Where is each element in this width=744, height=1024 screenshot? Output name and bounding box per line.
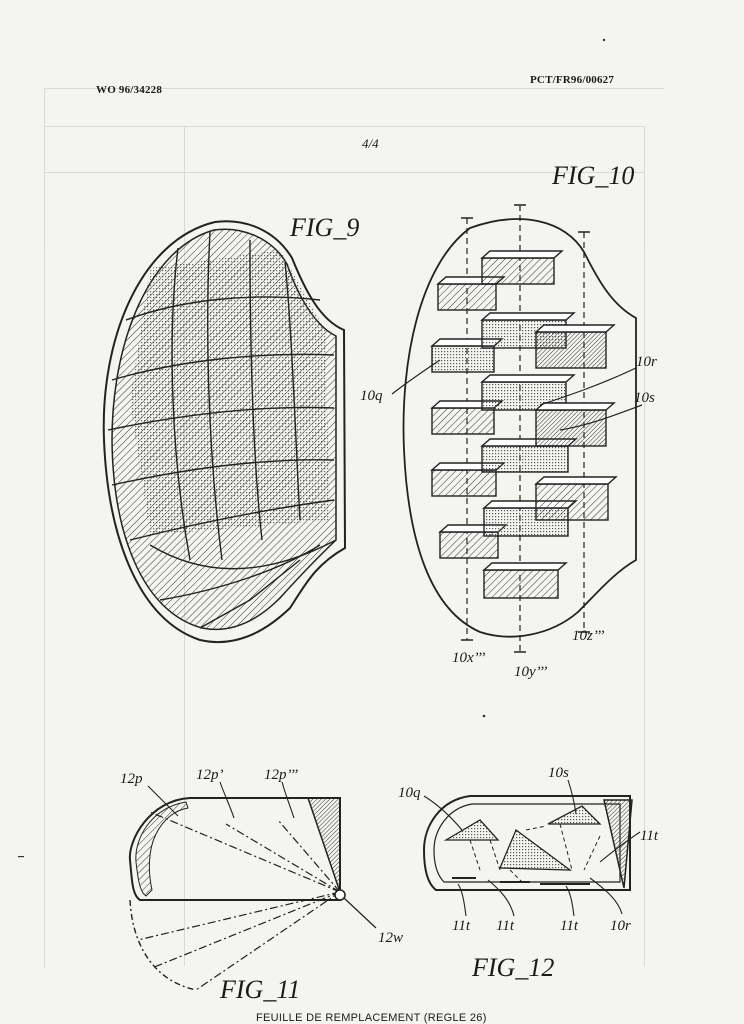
block-right-1 [534, 324, 616, 369]
fig10-label-10y: 10y’’’ [514, 664, 547, 680]
application-number: PCT/FR96/00627 [530, 74, 615, 86]
fig11-beam-lines [137, 811, 341, 991]
block-center-1 [480, 250, 564, 285]
fig10-blocks [430, 250, 618, 599]
fig10-title: FIG_10 [551, 161, 634, 190]
fig11-label-12p-prime: 12p’ [196, 767, 224, 783]
block-center-6 [482, 562, 568, 599]
fig12-title: FIG_12 [471, 953, 554, 982]
fig9-title: FIG_9 [289, 213, 359, 242]
fig11-label-12p-triple: 12p’’’ [264, 767, 298, 783]
fig10-label-10s: 10s [634, 390, 655, 406]
fig12-label-10r: 10r [610, 918, 631, 934]
fig11-reflector-dense [306, 797, 341, 893]
figure-9: FIG_9 [102, 213, 359, 644]
fig12-label-10q: 10q [398, 785, 421, 801]
fig12-label-11t-right: 11t [640, 828, 659, 844]
sheet-number: 4/4 [362, 136, 379, 151]
fig10-label-10x: 10x’’’ [452, 650, 485, 666]
page-footer: FEUILLE DE REMPLACEMENT (REGLE 26) [256, 1012, 487, 1024]
fig12-reflector [603, 799, 633, 889]
figure-10: FIG_10 10q 10r 10s 10x’’’ 10y’’’ 10z’’’ [360, 161, 657, 680]
fig12-inner-housing [433, 803, 621, 883]
fig11-title: FIG_11 [219, 975, 300, 1004]
fig9-grid [107, 231, 337, 629]
block-right-2 [534, 402, 616, 447]
fig12-label-11t-c: 11t [560, 918, 579, 934]
fig12-label-11t-b: 11t [496, 918, 515, 934]
fig9-outer-outline [102, 220, 347, 644]
block-center-4 [480, 438, 578, 473]
fig11-housing [128, 797, 341, 901]
figure-11: 12p 12p’ 12p’’’ 12w FIG_11 [120, 767, 403, 1004]
fig12-prisms [443, 805, 602, 871]
fig12-label-10s: 10s [548, 765, 569, 781]
publication-number: WO 96/34228 [96, 84, 163, 96]
fig10-label-10z: 10z’’’ [572, 628, 605, 644]
figure-12: 10q 10s 11t 11t 11t 11t 10r FIG_12 [398, 765, 659, 982]
fig12-housing [422, 795, 631, 891]
fig12-label-11t-a: 11t [452, 918, 471, 934]
fig11-pivot-point [334, 889, 346, 901]
fig10-label-10r: 10r [636, 354, 657, 370]
fig11-label-12w: 12w [378, 930, 403, 946]
fig11-pivot-arc [129, 899, 197, 991]
fig10-label-10q: 10q [360, 388, 383, 404]
fig9-dotted-zone [130, 250, 330, 535]
fig11-lens-hatched [135, 801, 189, 897]
block-right-3 [534, 476, 618, 521]
fig11-label-12p: 12p [120, 771, 143, 787]
